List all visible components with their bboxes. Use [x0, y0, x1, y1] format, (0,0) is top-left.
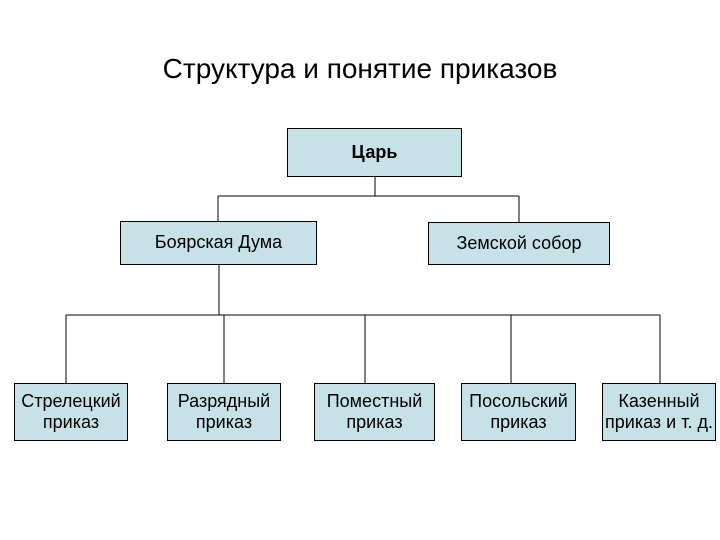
node-kazenny-prikaz-line2: приказ и т. д.: [605, 412, 713, 432]
node-razryadny-prikaz-line2: приказ: [195, 412, 253, 432]
node-kazenny-prikaz: Казенный приказ и т. д.: [602, 383, 716, 441]
node-tsar-label: Царь: [351, 141, 398, 162]
node-pomestny-prikaz: Поместный приказ: [314, 383, 435, 441]
node-boyar-duma: Боярская Дума: [120, 221, 317, 265]
node-streletsky-prikaz-line2: приказ: [42, 412, 100, 432]
node-pomestny-prikaz-line1: Поместный: [326, 390, 423, 411]
node-posolsky-prikaz-line1: Посольский: [469, 390, 568, 411]
node-razryadny-prikaz-line1: Разрядный: [177, 390, 271, 411]
slide-title: Структура и понятие приказов: [162, 53, 558, 84]
node-boyar-duma-label: Боярская Дума: [154, 232, 283, 253]
node-razryadny-prikaz: Разрядный приказ: [167, 383, 281, 441]
connector-paths: [65, 177, 661, 383]
node-streletsky-prikaz-line1: Стрелецкий: [21, 390, 121, 411]
node-pomestny-prikaz-line2: приказ: [346, 412, 403, 432]
node-tsar: Царь: [287, 128, 462, 177]
node-streletsky-prikaz: Стрелецкий приказ: [14, 383, 128, 441]
node-posolsky-prikaz-line2: приказ: [490, 412, 547, 432]
node-zemsky-sobor-label: Земской собор: [456, 232, 582, 253]
node-zemsky-sobor: Земской собор: [428, 222, 610, 265]
node-posolsky-prikaz: Посольский приказ: [461, 383, 576, 441]
node-kazenny-prikaz-line1: Казенный: [618, 390, 700, 411]
